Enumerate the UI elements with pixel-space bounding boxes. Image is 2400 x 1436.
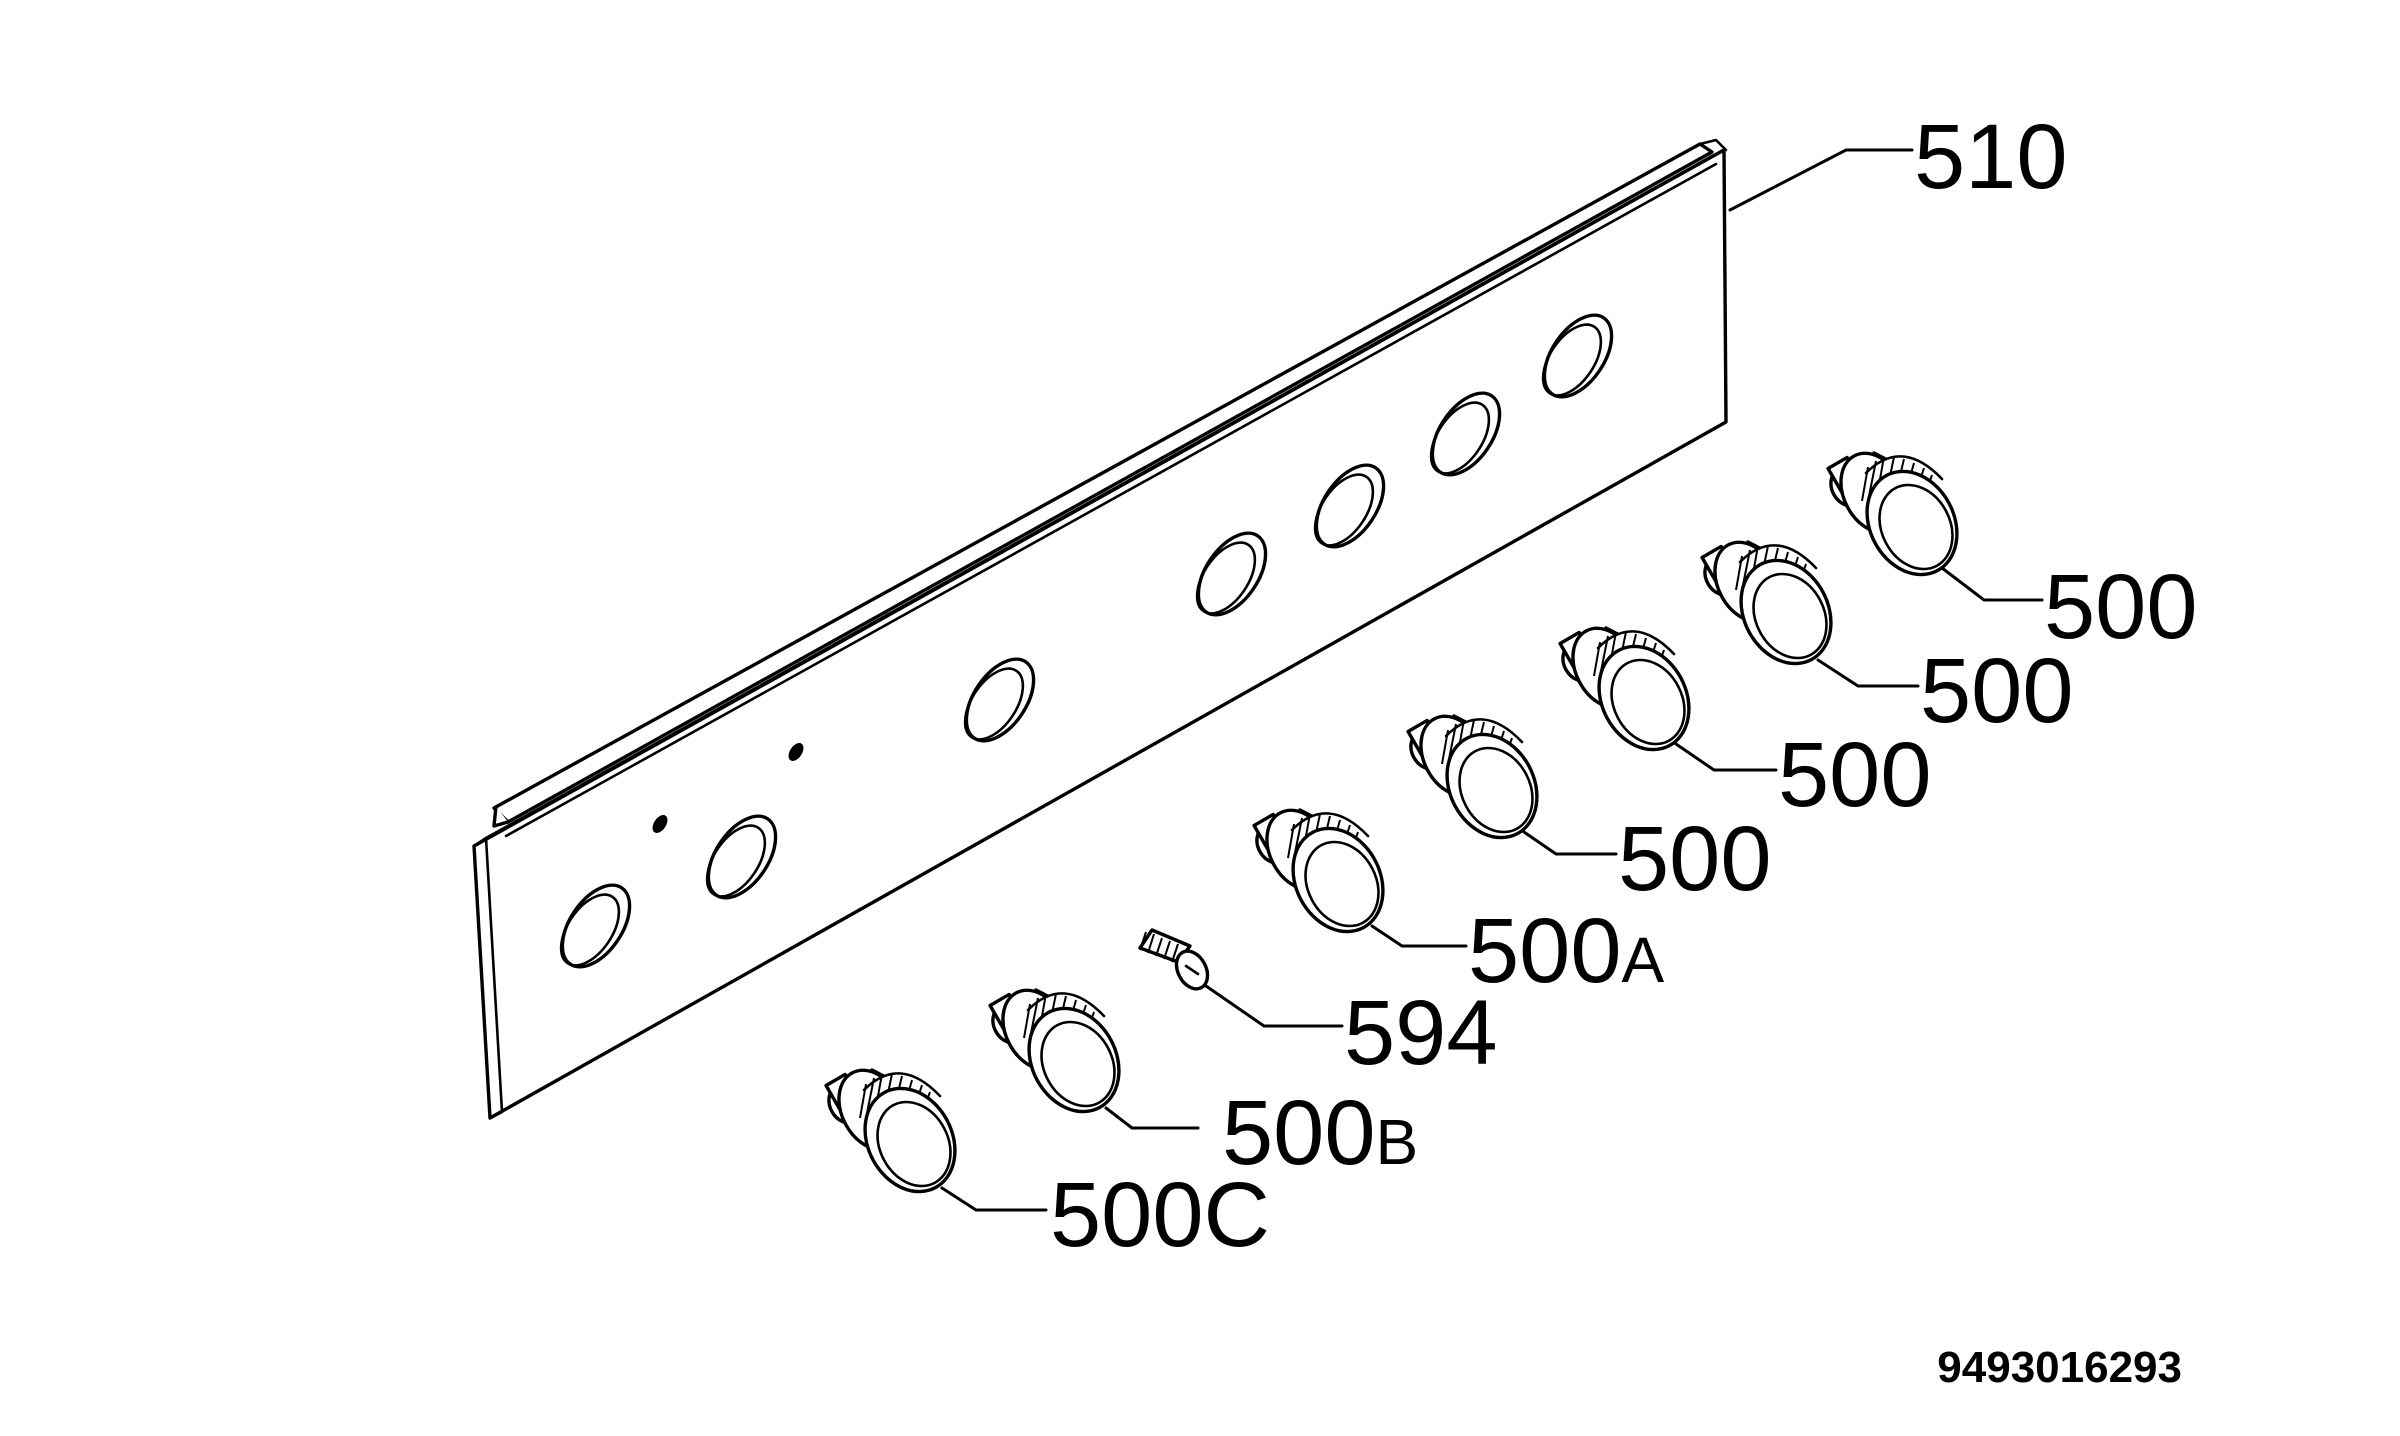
part-label-500-2: 500 [1920, 640, 2074, 742]
knob-500b [984, 977, 1139, 1130]
part-label-500c: 500C [1050, 1164, 1270, 1266]
document-code: 9493016293 [1937, 1343, 2182, 1392]
knob-500-4 [1402, 703, 1557, 856]
panel-holes [559, 313, 1614, 969]
part-label-500-4: 500 [1618, 808, 1772, 910]
part-label-500-1: 500 [2044, 556, 2198, 658]
part-label-510: 510 [1914, 106, 2068, 208]
control-panel-510 [472, 138, 1728, 1120]
part-label-594: 594 [1344, 982, 1498, 1084]
screw-594 [1138, 928, 1210, 991]
knob-500-3 [1554, 615, 1709, 768]
part-label-500b: 500B [1222, 1082, 1418, 1184]
part-label-500a: 500A [1468, 900, 1665, 1002]
part-label-500-3: 500 [1778, 724, 1932, 826]
knob-500-2 [1696, 529, 1851, 682]
knob-500c [820, 1057, 975, 1210]
knob-500-1 [1822, 440, 1977, 593]
knob-500a [1248, 797, 1403, 950]
